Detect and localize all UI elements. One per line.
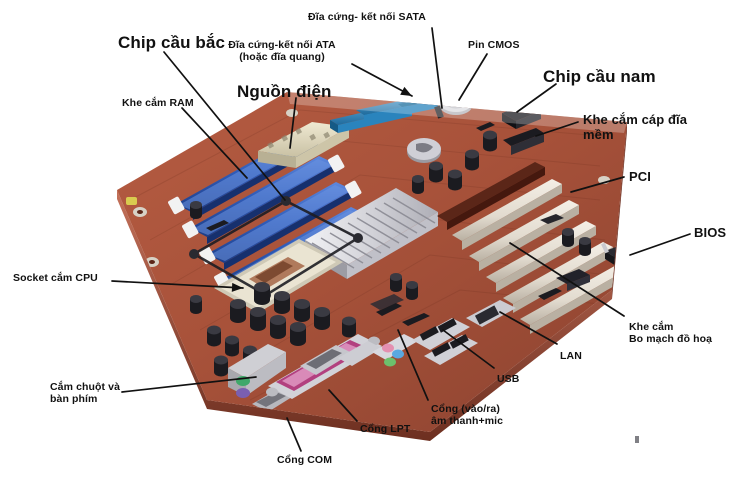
ps2-mouse-port: [236, 376, 250, 386]
bios-chip-label: BIOS: [694, 225, 727, 240]
audio-io-label: Cổng (vào/ra) âm thanh+mic: [431, 403, 504, 427]
mic-jack: [382, 343, 394, 353]
ata-hdd-label: Đĩa cứng-kết nối ATA (hoặc đĩa quang): [228, 39, 336, 63]
floppy-connector-label: Khe cắm cáp đĩa mềm: [583, 112, 688, 142]
northbridge-chip: [407, 138, 441, 163]
midi-port: [338, 341, 382, 366]
usb-port-label: USB: [497, 373, 520, 385]
ps2-mouse-keyboard-label: Cắm chuột và bàn phím: [50, 381, 121, 405]
lpt-port-label: Cổng LPT: [360, 423, 411, 435]
ps2-bracket: [228, 344, 286, 378]
cpu-socket: [189, 196, 363, 313]
agp-graphics-slot-label: Khe cắm Bo mạch đồ hoạ: [629, 321, 713, 345]
ram-slot: [199, 180, 362, 270]
southbridge-label: Chip cầu nam: [543, 67, 656, 86]
line-in-jack: [392, 349, 404, 359]
cmos-battery-label: Pin CMOS: [468, 39, 520, 51]
ram-slot-label: Khe cắm RAM: [122, 97, 194, 109]
agp-slot: [437, 162, 545, 230]
pci-slot: [452, 179, 562, 250]
atx-power-label: Nguồn điện: [237, 82, 332, 101]
lan-port-label: LAN: [560, 350, 582, 362]
com-port-label: Cổng COM: [277, 454, 333, 466]
sata-hdd-label: Đĩa cứng- kết nối SATA: [308, 11, 426, 23]
ps2-keyboard-port: [236, 388, 250, 398]
cpu-socket-label: Socket cắm CPU: [13, 272, 98, 284]
pci-slot-label: PCI: [629, 169, 651, 184]
northbridge-label: Chip cầu bắc: [118, 33, 226, 52]
floppy-connector: [503, 128, 544, 155]
scan-artifact-speck: [635, 436, 639, 443]
lan-port: [466, 300, 516, 327]
line-out-jack: [384, 357, 396, 367]
